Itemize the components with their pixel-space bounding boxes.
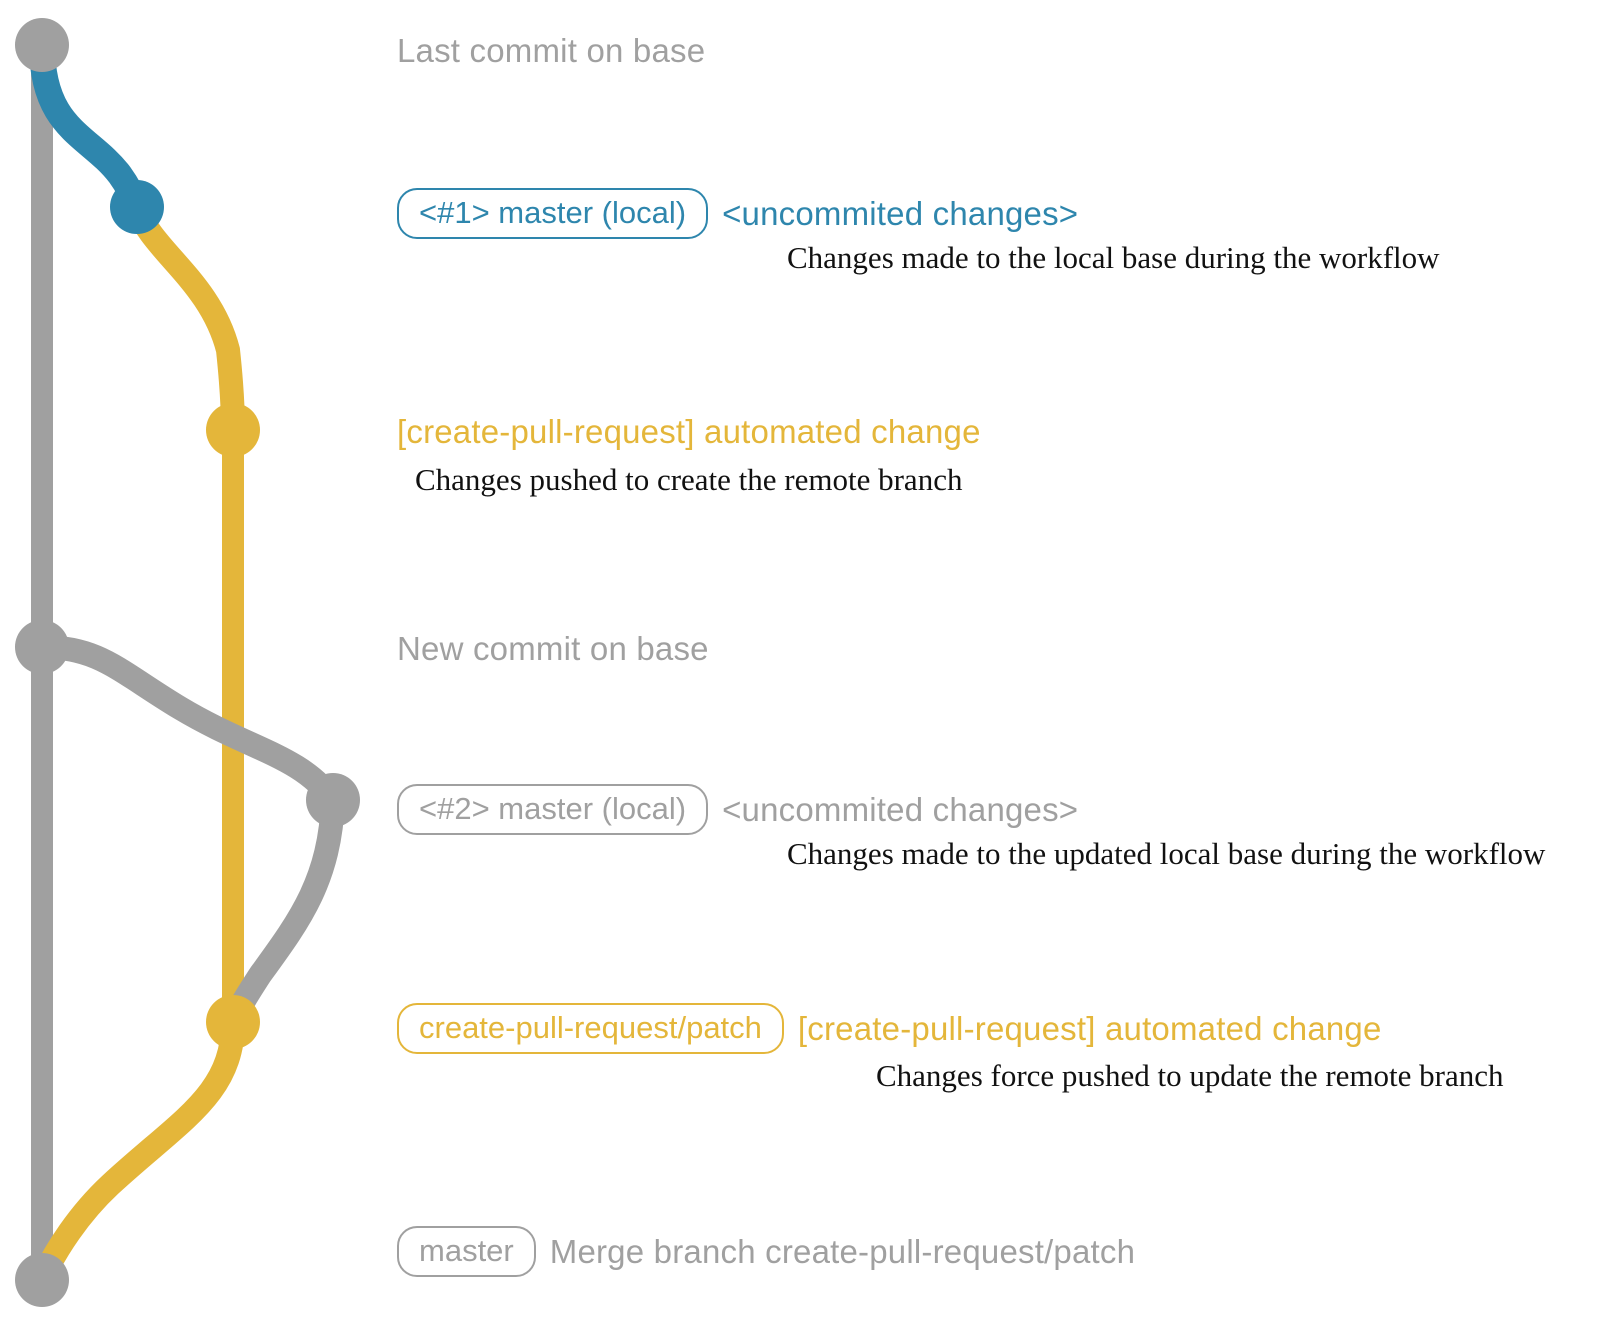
commit-node-local-2[interactable]: [306, 773, 360, 827]
commit-node-base-top[interactable]: [15, 18, 69, 72]
commit-title-new-commit-on-base: New commit on base: [397, 630, 709, 667]
row-automated-change-2: create-pull-request/patch [create-pull-r…: [397, 1003, 1382, 1054]
edge-local-1-to-patch-1: [125, 195, 245, 442]
branch-badge-create-pull-request-patch[interactable]: create-pull-request/patch: [397, 1003, 784, 1054]
commit-title-automated-change-2: [create-pull-request] automated change: [797, 1009, 1382, 1047]
badge-spacer: [536, 1251, 550, 1252]
commit-node-local-1[interactable]: [110, 180, 164, 234]
commit-description-master-local-2: Changes made to the updated local base d…: [787, 836, 1546, 871]
commit-node-patch-2[interactable]: [206, 995, 260, 1049]
branch-badge-master[interactable]: master: [397, 1226, 536, 1277]
row-last-commit-on-base: Last commit on base: [397, 32, 705, 70]
row-new-commit-on-base: New commit on base: [397, 630, 709, 668]
branch-badge-master-local-2[interactable]: <#2> master (local): [397, 784, 709, 835]
badge-spacer: [784, 1028, 798, 1029]
branch-badge-master-local-1[interactable]: <#1> master (local): [397, 188, 709, 239]
commit-node-patch-1[interactable]: [206, 403, 260, 457]
commit-description-automated-change-2: Changes force pushed to update the remot…: [876, 1058, 1504, 1093]
edge-patch-2-to-merge: [30, 1010, 245, 1292]
row-merge-commit: master Merge branch create-pull-request/…: [397, 1226, 1135, 1277]
row-automated-change-1: [create-pull-request] automated change: [397, 413, 981, 451]
commit-title-merge-commit: Merge branch create-pull-request/patch: [549, 1232, 1136, 1270]
commit-description-automated-change-1: Changes pushed to create the remote bran…: [415, 462, 963, 497]
commit-title-master-local-2: <uncommited changes>: [722, 790, 1079, 828]
edge-base-new-to-local-2: [30, 635, 345, 812]
commit-description-master-local-1: Changes made to the local base during th…: [787, 240, 1440, 275]
row-master-local-1: <#1> master (local) <uncommited changes>: [397, 188, 1078, 239]
badge-spacer: [708, 213, 722, 214]
commit-node-merge[interactable]: [15, 1253, 69, 1307]
commit-title-last-commit-on-base: Last commit on base: [397, 32, 706, 69]
row-master-local-2: <#2> master (local) <uncommited changes>: [397, 784, 1078, 835]
badge-spacer: [708, 809, 722, 810]
commit-title-automated-change-1: [create-pull-request] automated change: [397, 413, 981, 450]
commit-node-base-new[interactable]: [15, 620, 69, 674]
commit-title-master-local-1: <uncommited changes>: [722, 194, 1079, 232]
